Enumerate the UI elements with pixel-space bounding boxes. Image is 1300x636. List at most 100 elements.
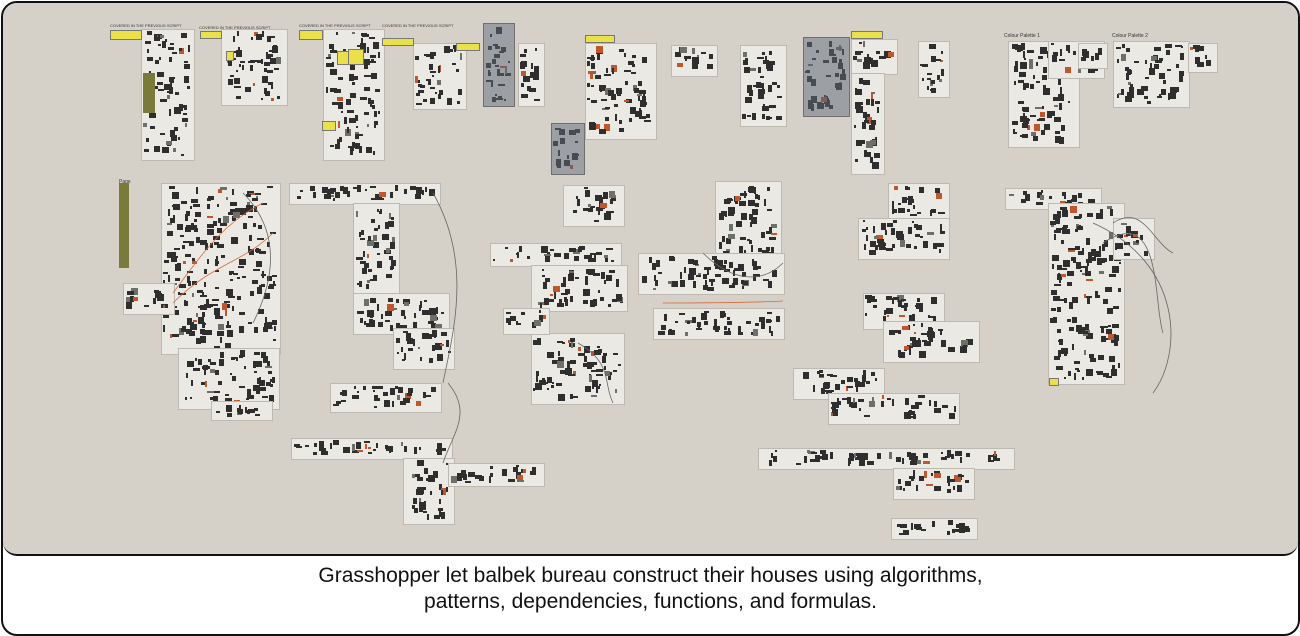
component-node[interactable] [393, 308, 398, 311]
component-node[interactable] [1114, 340, 1119, 346]
component-node[interactable] [332, 62, 335, 68]
component-node[interactable] [266, 382, 272, 387]
component-node[interactable] [154, 59, 159, 64]
component-node[interactable] [831, 406, 835, 409]
component-node[interactable] [515, 323, 521, 326]
component-node[interactable] [174, 309, 179, 315]
component-node[interactable] [1085, 334, 1090, 340]
component-node[interactable] [346, 447, 350, 450]
component-node[interactable] [489, 466, 493, 470]
component-node[interactable] [1067, 318, 1072, 322]
component-node[interactable] [337, 97, 344, 102]
component-node[interactable] [940, 68, 944, 76]
component-node[interactable] [1053, 355, 1060, 360]
component-node[interactable] [1063, 377, 1066, 380]
component-node[interactable] [931, 208, 937, 213]
component-node[interactable] [1086, 295, 1093, 298]
component-node[interactable] [437, 354, 444, 362]
component-node[interactable] [359, 96, 367, 100]
component-node[interactable] [854, 380, 860, 387]
component-node[interactable] [395, 386, 399, 390]
component-node[interactable] [851, 455, 854, 462]
component-node[interactable] [364, 321, 367, 326]
component-node[interactable] [1088, 67, 1095, 73]
component-node[interactable] [166, 140, 173, 145]
component-node[interactable] [260, 202, 267, 205]
component-node[interactable] [255, 260, 262, 267]
component-node[interactable] [695, 264, 700, 267]
component-node[interactable] [1090, 56, 1094, 62]
component-node[interactable] [880, 223, 886, 231]
component-node[interactable] [233, 51, 236, 54]
component-node[interactable] [898, 203, 902, 206]
component-node[interactable] [760, 76, 765, 79]
component-node[interactable] [1085, 323, 1090, 330]
component-node[interactable] [534, 47, 537, 51]
component-node[interactable] [771, 224, 778, 229]
component-node[interactable] [1149, 67, 1156, 75]
component-node[interactable] [418, 89, 425, 93]
component-node[interactable] [170, 333, 173, 338]
component-node[interactable] [332, 403, 339, 406]
component-node[interactable] [210, 362, 217, 366]
component-node[interactable] [523, 49, 527, 54]
component-node[interactable] [672, 257, 675, 262]
component-node[interactable] [886, 223, 893, 228]
component-node[interactable] [898, 349, 902, 357]
component-node[interactable] [1050, 220, 1057, 225]
component-node[interactable] [244, 366, 247, 369]
component-node[interactable] [191, 199, 199, 204]
component-node[interactable] [258, 386, 266, 391]
component-node[interactable] [173, 247, 180, 250]
component-node[interactable] [585, 275, 589, 283]
component-node[interactable] [328, 53, 332, 57]
component-node[interactable] [1014, 61, 1018, 67]
component-node[interactable] [948, 347, 956, 353]
component-node[interactable] [163, 280, 166, 285]
component-node[interactable] [429, 54, 435, 57]
component-node[interactable] [764, 55, 767, 60]
component-node[interactable] [332, 102, 339, 106]
component-node[interactable] [381, 234, 389, 241]
component-node[interactable] [583, 363, 589, 368]
component-node[interactable] [962, 345, 967, 352]
component-node[interactable] [167, 275, 170, 283]
component-node[interactable] [351, 145, 354, 152]
component-node[interactable] [1020, 199, 1026, 204]
component-node[interactable] [219, 315, 224, 319]
component-node[interactable] [819, 450, 826, 455]
component-node[interactable] [920, 236, 924, 239]
component-node[interactable] [389, 192, 393, 199]
component-node[interactable] [713, 259, 718, 267]
component-node[interactable] [941, 339, 947, 347]
component-node[interactable] [428, 321, 435, 325]
component-node[interactable] [880, 401, 884, 408]
component-node[interactable] [609, 270, 616, 274]
component-node[interactable] [249, 59, 257, 62]
component-node[interactable] [1194, 49, 1199, 53]
component-node[interactable] [618, 48, 624, 52]
component-node[interactable] [1104, 286, 1112, 292]
component-node[interactable] [1158, 57, 1163, 61]
component-node[interactable] [931, 80, 936, 85]
component-node[interactable] [692, 59, 696, 66]
component-node[interactable] [611, 210, 615, 213]
component-node[interactable] [642, 57, 648, 64]
component-node[interactable] [768, 85, 773, 93]
component-node[interactable] [208, 304, 212, 309]
component-node[interactable] [587, 56, 593, 59]
component-node[interactable] [767, 65, 774, 72]
component-node[interactable] [870, 98, 874, 106]
component-node[interactable] [752, 273, 760, 277]
component-node[interactable] [364, 189, 367, 192]
component-node[interactable] [1085, 259, 1092, 264]
component-node[interactable] [1059, 280, 1062, 284]
component-node[interactable] [911, 479, 915, 482]
component-node[interactable] [1029, 58, 1034, 62]
component-node[interactable] [1144, 77, 1149, 80]
component-node[interactable] [360, 237, 366, 240]
component-node[interactable] [1118, 262, 1121, 265]
component-node[interactable] [624, 80, 628, 85]
component-node[interactable] [931, 520, 935, 527]
component-node[interactable] [1057, 210, 1062, 218]
